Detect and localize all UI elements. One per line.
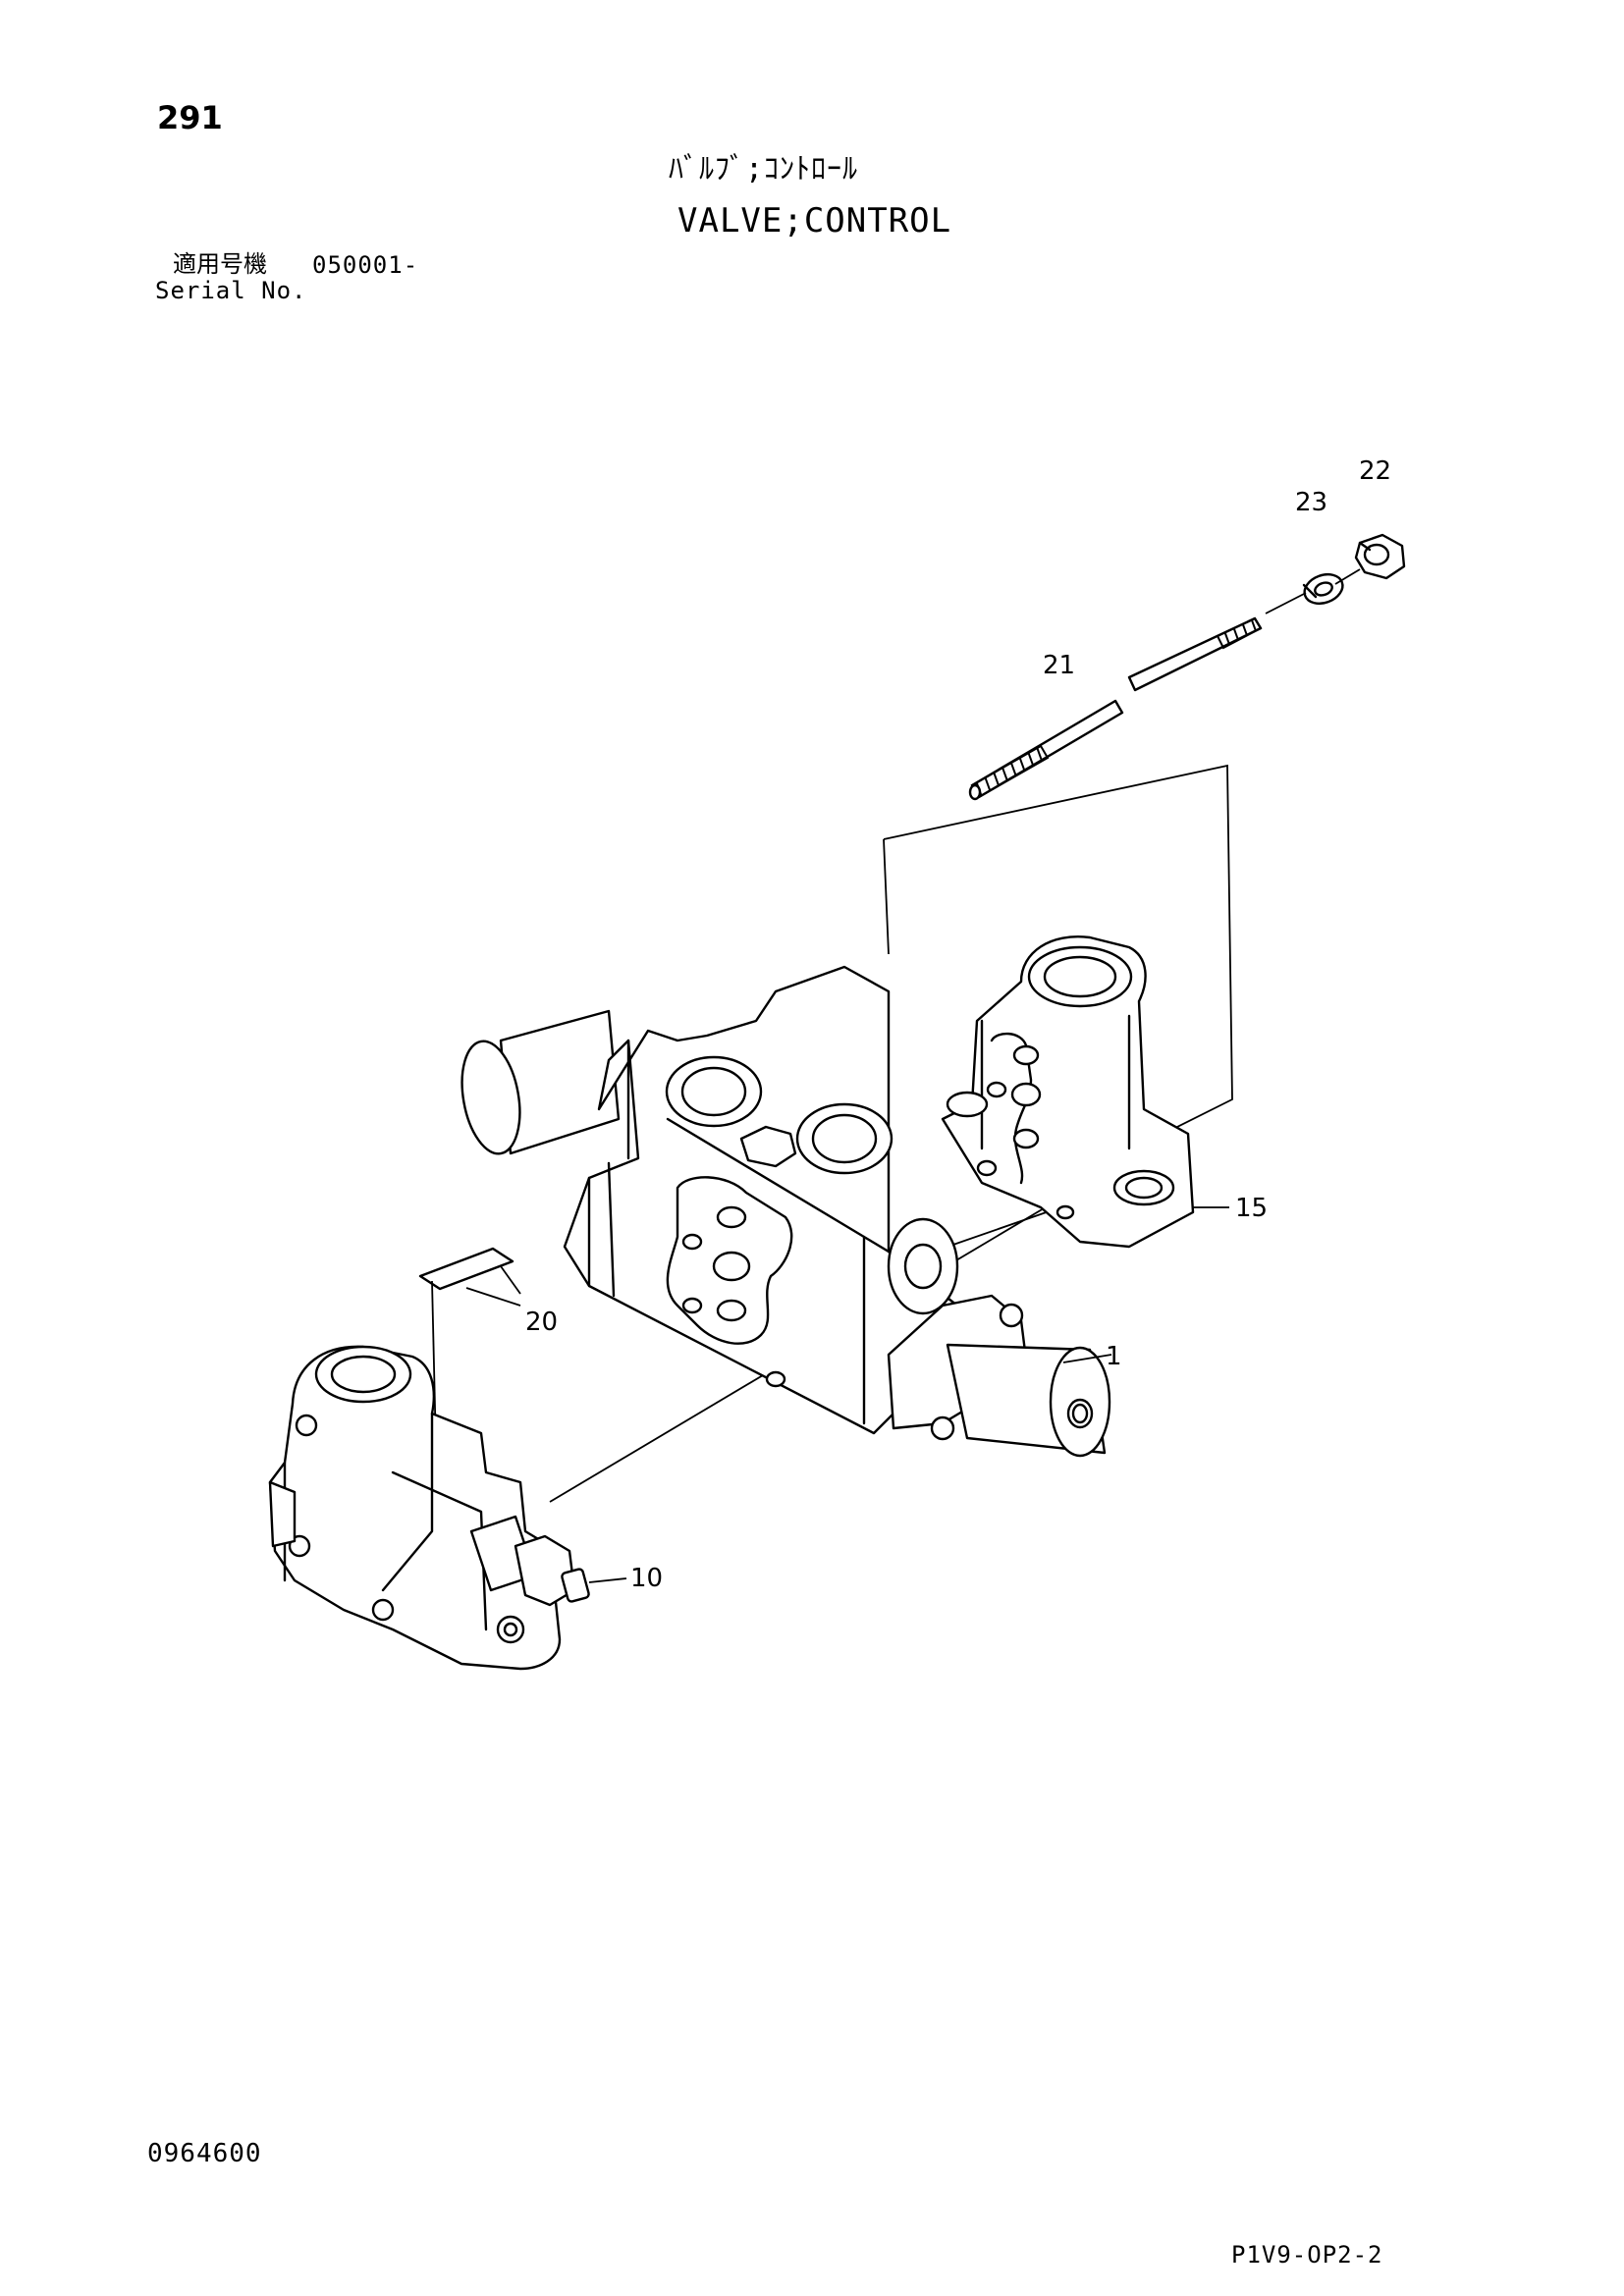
title-english: VALVE;CONTROL (677, 201, 952, 240)
inlet-section-part-10 (268, 1345, 590, 1671)
callout-20: 20 (525, 1308, 558, 1337)
serial-label-japanese: 適用号機 (173, 250, 267, 278)
callout-15: 15 (1235, 1194, 1268, 1223)
hex-nut-part-22 (1354, 533, 1406, 580)
page-code: P1V9-OP2-2 (1231, 2241, 1383, 2269)
outlet-section-part-15 (941, 935, 1195, 1249)
main-valve-section (460, 965, 1111, 1458)
serial-number-value: 050001- (312, 251, 419, 279)
callout-1: 1 (1106, 1342, 1122, 1371)
leader-washer-nut (1334, 568, 1361, 585)
title-japanese: ﾊﾞﾙﾌﾞ;ｺﾝﾄﾛｰﾙ (669, 152, 859, 187)
document-number: 0964600 (147, 2139, 262, 2168)
tie-stud-part-21 (968, 616, 1263, 801)
assembly-bracket-left (883, 838, 890, 955)
leader-part-20 (465, 1287, 521, 1307)
leader-stud-washer (1265, 592, 1307, 614)
serial-label-english: Serial No. (155, 277, 307, 304)
leader-part-1 (1062, 1354, 1112, 1363)
callout-22: 22 (1359, 456, 1391, 486)
lock-washer-part-23 (1302, 572, 1344, 606)
callout-21: 21 (1043, 651, 1075, 680)
assembly-line-mid (947, 1206, 1061, 1248)
callout-23: 23 (1295, 488, 1327, 517)
assembly-bracket (883, 764, 1233, 1149)
leader-part-10 (588, 1577, 627, 1583)
page-number: 291 (157, 99, 223, 136)
callout-10: 10 (630, 1564, 663, 1593)
